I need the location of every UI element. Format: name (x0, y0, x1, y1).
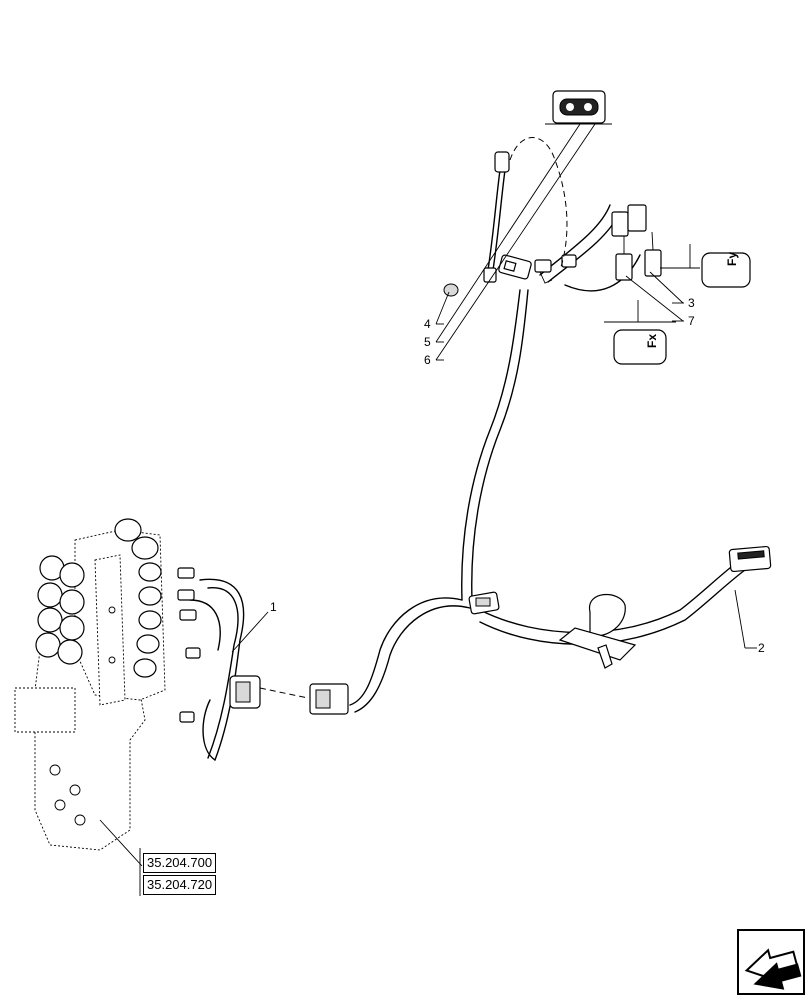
fy-symbol-icon (660, 244, 751, 288)
rocker-switch-icon (545, 90, 612, 125)
junction-connector (468, 591, 500, 615)
reference-box-35-204-700[interactable]: 35.204.700 (143, 853, 217, 873)
fx-symbol-icon (604, 300, 676, 365)
sensor-lead (443, 151, 510, 297)
end-connector (728, 545, 772, 573)
leader-lines (99, 123, 757, 867)
callout-6: 6 (424, 353, 431, 367)
solenoid-coils (35, 518, 162, 678)
callout-5: 5 (424, 335, 431, 349)
callout-3: 3 (688, 296, 695, 310)
fy-symbol-label: Fy (725, 252, 739, 266)
fx-fy-connectors (611, 204, 662, 281)
fx-symbol-label: Fx (645, 334, 659, 348)
switch-dashed-link (509, 137, 568, 271)
callout-2: 2 (758, 641, 765, 655)
callout-7: 7 (688, 314, 695, 328)
navigation-arrow-icon (737, 929, 805, 995)
callout-4: 4 (424, 317, 431, 331)
valve-sub-harness (177, 567, 261, 761)
inline-connector (259, 683, 349, 715)
upper-connector-group (498, 254, 577, 284)
callout-1: 1 (270, 600, 277, 614)
hydraulic-valve-block (14, 518, 166, 851)
reference-box-35-204-720[interactable]: 35.204.720 (143, 875, 217, 895)
main-harness-cable (349, 204, 746, 713)
